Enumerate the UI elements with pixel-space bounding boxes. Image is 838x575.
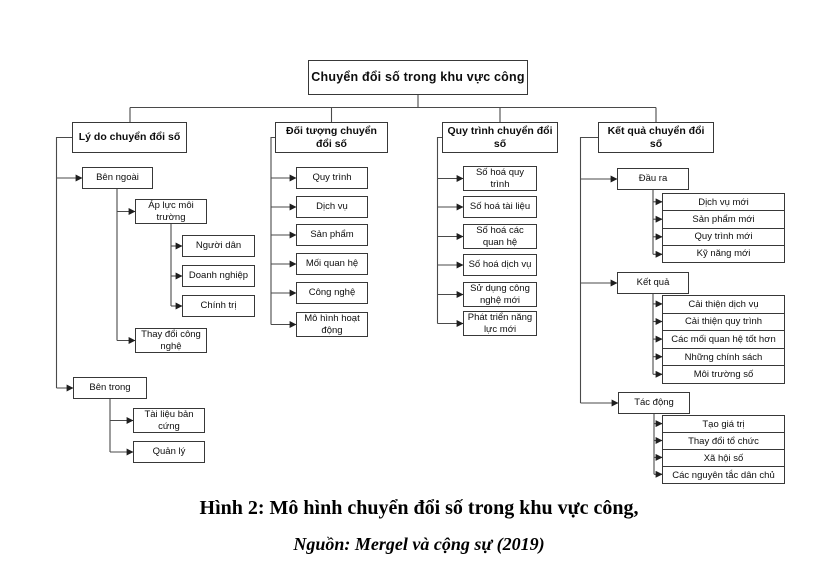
node-moi-quan-he: Mối quan hệ	[296, 253, 368, 275]
branch-doi-tuong: Đối tượng chuyển đổi số	[275, 122, 388, 153]
stack-dau-ra: Dịch vụ mới Sản phẩm mới Quy trình mới K…	[662, 193, 785, 263]
figure-source: Nguồn: Mergel và cộng sự (2019)	[293, 534, 545, 554]
branch-ly-do: Lý do chuyển đổi số	[72, 122, 187, 153]
node-san-pham-moi: Sản phẩm mới	[663, 210, 784, 227]
figure-caption: Hình 2: Mô hình chuyển đổi số trong khu …	[199, 497, 639, 519]
root-node: Chuyển đổi số trong khu vực công	[308, 60, 528, 95]
node-xa-hoi-so: Xã hội số	[663, 449, 784, 466]
stack-ket-qua: Cải thiện dịch vụ Cải thiện quy trình Cá…	[662, 295, 785, 384]
node-nhung-chinh-sach: Những chính sách	[663, 347, 784, 366]
node-su-dung-cong-nghe-moi: Sử dụng công nghệ mới	[463, 282, 537, 307]
node-nguoi-dan: Người dân	[182, 235, 255, 257]
node-ket-qua: Kết quả	[617, 272, 689, 294]
node-thay-doi-cong-nghe: Thay đổi công nghệ	[135, 328, 207, 353]
node-tac-dong: Tác động	[618, 392, 690, 414]
node-cai-thien-dich-vu: Cải thiện dịch vụ	[688, 298, 759, 310]
node-ben-trong: Bên trong	[73, 377, 147, 399]
node-tao-gia-tri: Tạo giá trị	[702, 418, 745, 430]
branch-quy-trinh: Quy trình chuyển đổi số	[442, 122, 558, 153]
node-dich-vu-moi: Dịch vụ mới	[698, 196, 749, 208]
node-so-hoa-dich-vu: Số hoá dịch vụ	[463, 254, 537, 276]
node-tai-lieu-ban-cung: Tài liệu bản cứng	[133, 408, 205, 433]
node-so-hoa-quy-trinh: Số hoá quy trình	[463, 166, 537, 191]
node-cai-thien-quy-trinh: Cải thiện quy trình	[663, 312, 784, 331]
node-doanh-nghiep: Doanh nghiệp	[182, 265, 255, 287]
node-mo-hinh-hoat-dong: Mô hình hoạt động	[296, 312, 368, 337]
branch-ket-qua: Kết quả chuyển đổi số	[598, 122, 714, 153]
node-quan-ly: Quản lý	[133, 441, 205, 463]
node-chinh-tri: Chính trị	[182, 295, 255, 317]
node-so-hoa-tai-lieu: Số hoá tài liệu	[463, 196, 537, 218]
node-phat-trien-nang-luc-moi: Phát triển năng lực mới	[463, 311, 537, 336]
node-ben-ngoai: Bên ngoài	[82, 167, 153, 189]
node-ap-luc-moi-truong: Áp lực môi trường	[135, 199, 207, 224]
stack-tac-dong: Tạo giá trị Thay đổi tổ chức Xã hội số C…	[662, 415, 785, 484]
node-cac-moi-quan-he-tot-hon: Các mối quan hệ tốt hơn	[663, 330, 784, 348]
node-cac-nguyen-tac-dan-chu: Các nguyên tắc dân chủ	[663, 466, 784, 483]
node-quy-trinh-moi: Quy trình mới	[663, 227, 784, 245]
node-cong-nghe: Công nghệ	[296, 282, 368, 304]
node-moi-truong-so: Môi trường số	[663, 365, 784, 383]
node-dich-vu: Dịch vụ	[296, 196, 368, 218]
node-san-pham: Sản phẩm	[296, 224, 368, 246]
node-so-hoa-cac-quan-he: Số hoá các quan hệ	[463, 224, 537, 249]
node-quy-trinh: Quy trình	[296, 167, 368, 189]
node-thay-doi-to-chuc: Thay đổi tổ chức	[663, 432, 784, 449]
node-dau-ra: Đầu ra	[617, 168, 689, 190]
node-ky-nang-moi: Kỹ năng mới	[663, 244, 784, 262]
